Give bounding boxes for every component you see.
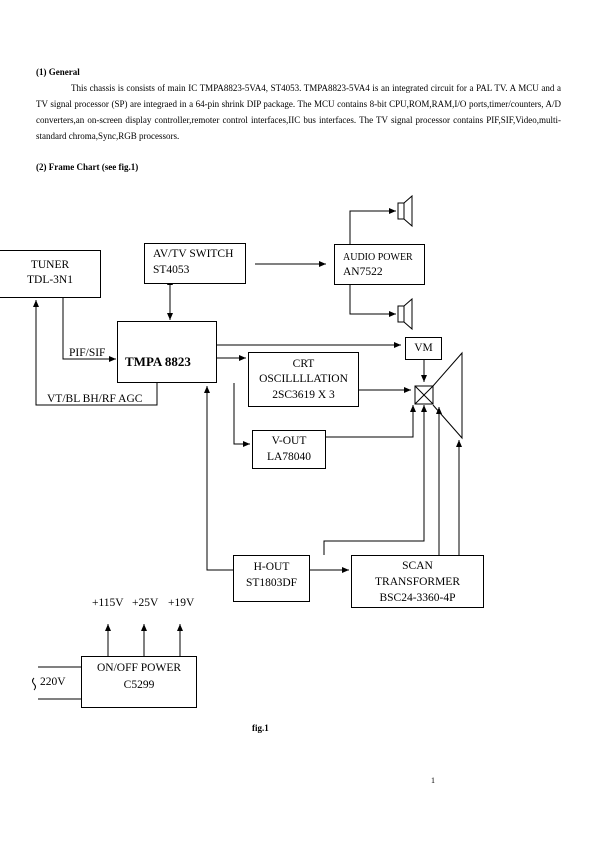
voltage-25-label: +25V (132, 597, 159, 609)
avtv-label: AV/TV SWITCH (153, 248, 234, 260)
avtv-switch-box: AV/TV SWITCH ST4053 (144, 243, 246, 284)
voltage-19-label: +19V (168, 597, 195, 609)
power-model: C5299 (123, 679, 155, 691)
speaker-bottom-icon (397, 305, 405, 323)
avtv-model: ST4053 (153, 264, 190, 276)
frame-chart-heading: (2) Frame Chart (see fig.1) (36, 162, 139, 172)
scan-label-2: TRANSFORMER (375, 576, 460, 588)
hout-label: H-OUT (253, 561, 290, 573)
scan-model: BSC24-3360-4P (379, 592, 456, 604)
crt-oscillation-box: CRT OSCILLLLATION 2SC3619 X 3 (248, 352, 359, 407)
power-box: ON/OFF POWER C5299 (81, 656, 197, 708)
agc-label: VT/BL BH/RF AGC (47, 393, 143, 405)
voltage-115-label: +115V (92, 597, 124, 609)
power-label: ON/OFF POWER (96, 662, 182, 674)
hout-box: H-OUT ST1803DF (233, 555, 310, 602)
vout-label: V-OUT (271, 435, 307, 447)
audio-model: AN7522 (343, 266, 383, 278)
tuner-box: TUNER TDL-3N1 (0, 250, 101, 298)
vout-box: V-OUT LA78040 (252, 430, 326, 469)
crt-model: 2SC3619 X 3 (272, 389, 335, 401)
speaker-top-icon (397, 202, 405, 220)
audio-label: AUDIO POWER (343, 252, 413, 263)
ac-220v-label: 220V (40, 676, 66, 688)
scan-label: SCAN (402, 560, 433, 572)
tuner-label: TUNER (30, 259, 70, 271)
hout-model: ST1803DF (245, 577, 298, 589)
tmpa-label: TMPA 8823 (125, 354, 191, 369)
general-paragraph: This chassis is consists of main IC TMPA… (36, 83, 561, 141)
tuner-model: TDL-3N1 (27, 274, 73, 286)
vout-model: LA78040 (266, 451, 312, 463)
audio-power-box: AUDIO POWER AN7522 (334, 244, 425, 285)
pif-sif-label: PIF/SIF (69, 347, 106, 359)
figure-caption: fig.1 (252, 723, 269, 733)
page-number: 1 (431, 776, 435, 785)
ac-symbol-icon (32, 677, 36, 691)
general-heading: (1) General (36, 67, 80, 77)
vm-label: VM (414, 342, 433, 354)
crt-label: CRT (292, 358, 315, 370)
speaker-bottom-cone (403, 297, 413, 331)
scan-transformer-box: SCAN TRANSFORMER BSC24-3360-4P (351, 555, 484, 608)
tmpa-box: TMPA 8823 (117, 321, 217, 383)
speaker-top-cone (403, 194, 413, 228)
crt-label-2: OSCILLLLATION (259, 373, 348, 385)
vm-box: VM (405, 337, 442, 360)
